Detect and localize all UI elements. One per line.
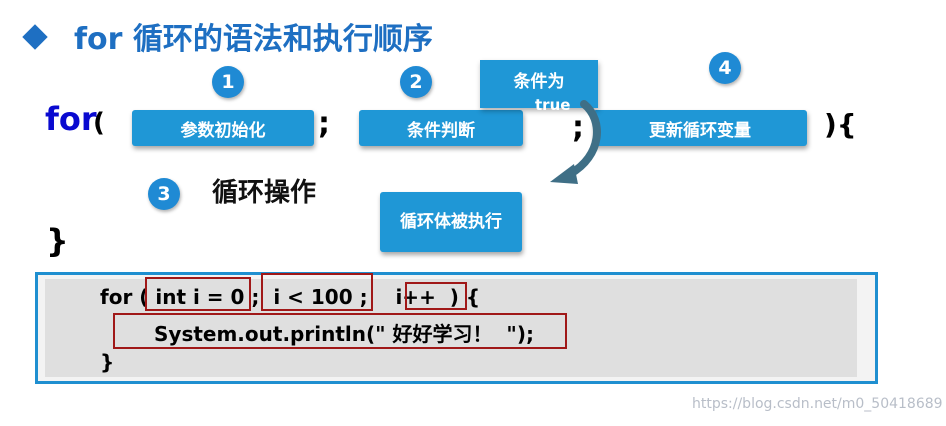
condition-true-box: 条件为 [480, 60, 598, 108]
code-sep-2: ; [352, 285, 396, 309]
step-badge-3: 3 [148, 178, 180, 210]
step-badge-2: 2 [400, 66, 432, 98]
code-line-2: System.out.println(" 好好学习！ "); [154, 322, 534, 346]
update-step-label: 更新循环变量 [649, 120, 751, 141]
true-value: true [535, 96, 571, 114]
step-badge-4: 4 [709, 52, 741, 84]
body-highlight [113, 313, 567, 349]
code-line-1: for ( int i = 0 ; i < 100 ; i++ ) { [100, 285, 480, 309]
closing-brace: } [46, 222, 69, 260]
body-executed-box: 循环体被执行 [380, 192, 522, 252]
for-keyword: for [45, 100, 97, 138]
code-init: int i = 0 [155, 285, 245, 309]
condition-true-label: 条件为 [513, 72, 565, 92]
code-tail: ) { [435, 285, 481, 309]
condition-step-label: 条件判断 [407, 120, 475, 141]
close-paren-open-brace: ){ [824, 108, 857, 141]
update-step-box: 更新循环变量 [593, 110, 807, 146]
curved-arrow-icon [550, 100, 601, 184]
code-line-3: } [100, 350, 115, 374]
code-sep-1: ; [244, 285, 274, 309]
code-update: i++ [395, 285, 436, 309]
init-step-label: 参数初始化 [180, 120, 266, 141]
update-highlight [405, 282, 467, 310]
code-condition: i < 100 [273, 285, 353, 309]
watermark-url: https://blog.csdn.net/m0_50418689 [692, 396, 943, 412]
body-executed-label: 循环体被执行 [400, 212, 502, 232]
code-panel-inner [45, 279, 857, 377]
code-for-keyword: for ( [100, 285, 156, 309]
loop-body-text: 循环操作 [212, 178, 317, 208]
init-step-box: 参数初始化 [132, 110, 314, 146]
open-paren: ( [93, 108, 105, 138]
page-title: for 循环的语法和执行顺序 [74, 22, 433, 57]
step-badge-1: 1 [212, 66, 244, 98]
bullet-diamond-icon [22, 24, 48, 50]
semicolon-2: ; [572, 110, 584, 145]
init-highlight [145, 277, 251, 311]
condition-highlight [261, 273, 373, 311]
semicolon-1: ; [318, 106, 330, 141]
condition-step-box: 条件判断 [359, 110, 523, 146]
